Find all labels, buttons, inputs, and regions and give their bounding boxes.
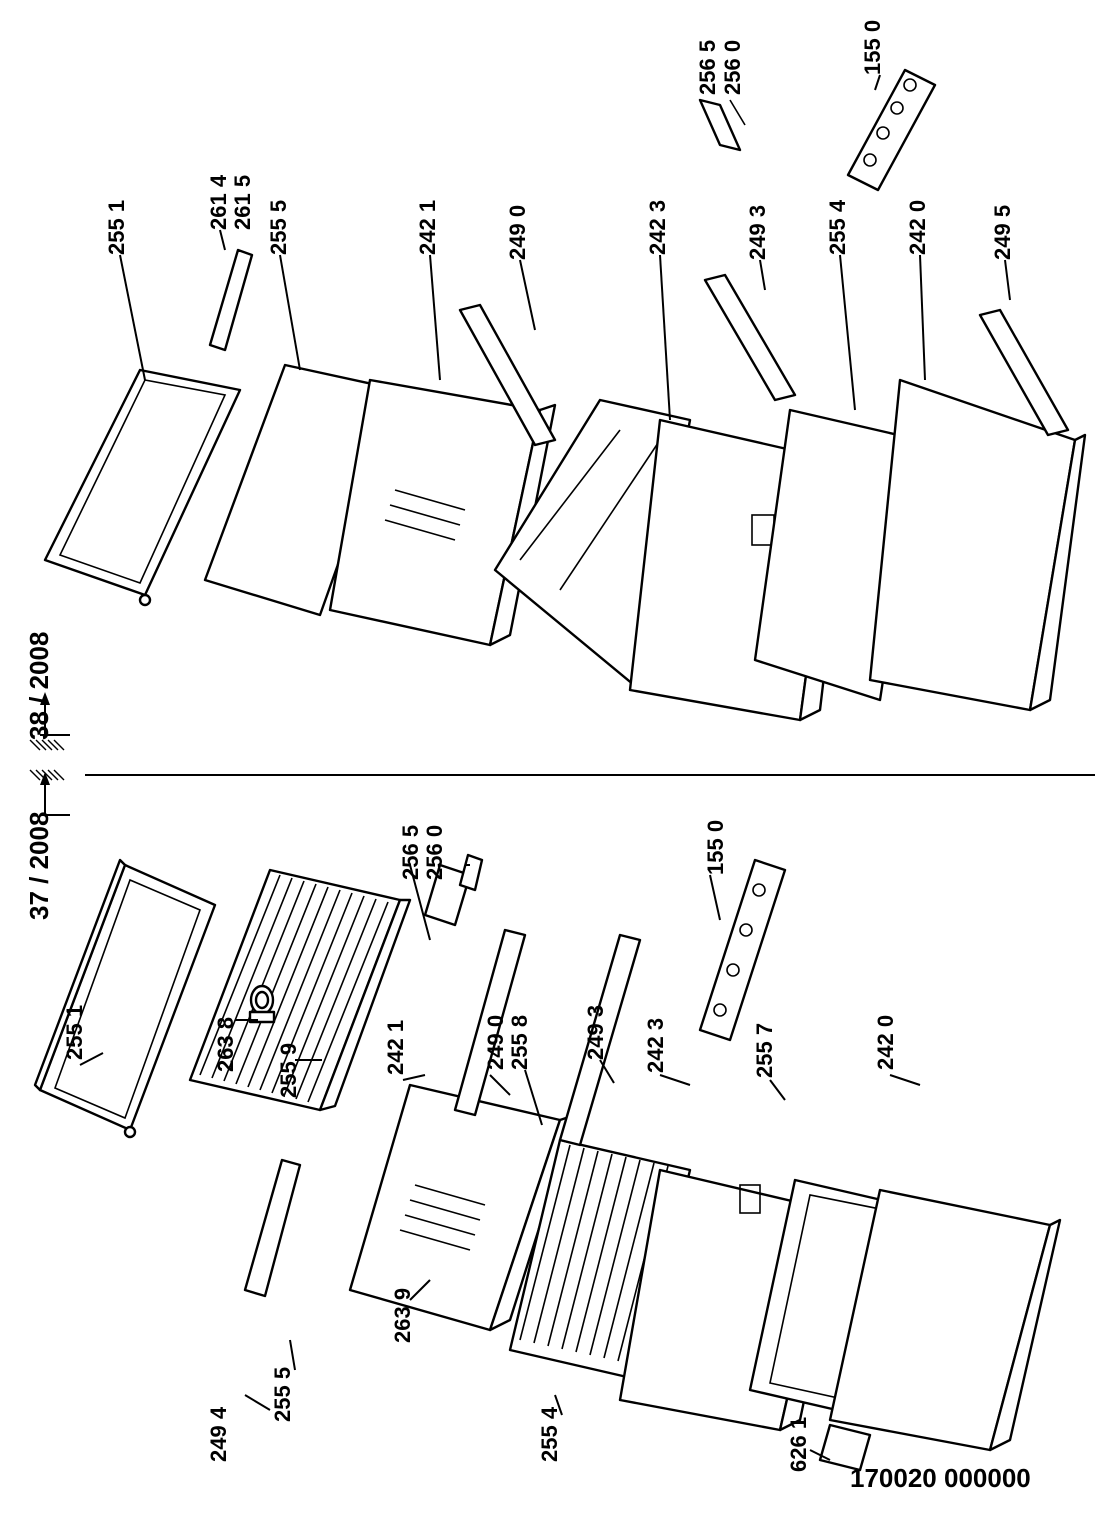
part-egg-tray-155-0-left [698,858,787,1042]
part-holder-256-right [698,98,746,152]
label-255-8: 255 8 [507,1015,532,1070]
label-155-0-right: 155 0 [860,20,885,75]
label-255-4-left: 255 4 [537,1406,562,1462]
label-249-0-left: 249 0 [483,1015,508,1070]
label-256-5-right: 256 5 [695,40,720,95]
label-261-5-right: 261 5 [230,175,255,230]
label-242-3-right: 242 3 [645,200,670,255]
version-before-label: 37 / 2008 [24,812,54,920]
part-grille-shelf-255-9 [188,868,412,1112]
label-255-9: 255 9 [276,1043,301,1098]
label-255-5-left: 255 5 [270,1367,295,1422]
leader-lines-left [79,864,921,1461]
leader-lines-right [119,74,1011,421]
part-shelf-255-1-left [33,858,217,1139]
label-263-9: 263 9 [390,1288,415,1343]
part-egg-tray-155-0-right [846,68,937,192]
label-626-1: 626 1 [786,1417,811,1472]
part-drawer-242-0-left [828,1188,1062,1452]
label-249-3-left: 249 3 [583,1005,608,1060]
label-256-0-left: 256 0 [422,825,447,880]
label-249-0-right: 249 0 [505,205,530,260]
label-242-1-right: 242 1 [415,200,440,255]
version-marker-before: 37 / 2008 [24,769,70,920]
label-255-1-left: 255 1 [62,1005,87,1060]
part-labels-left: 255 1 263 8 255 9 242 1 256 5 256 0 249 … [62,820,898,1472]
part-holder-256-left [423,853,484,927]
label-263-8: 263 8 [213,1017,238,1072]
label-255-7: 255 7 [752,1023,777,1078]
drawing-number: 170020 000000 [850,1463,1031,1493]
label-249-5-right: 249 5 [990,205,1015,260]
label-249-4: 249 4 [206,1406,231,1462]
version-after-label: 38 / 2008 [24,632,54,740]
part-labels-right: 255 1 261 4 261 5 255 5 242 1 249 0 242 … [104,20,1015,260]
part-shelf-255-1-right [43,368,242,607]
part-drawer-242-0-right [868,378,1087,712]
part-strip-249-3-left [558,933,642,1147]
part-label-626-1 [818,1423,872,1472]
part-strip-249-4 [243,1158,302,1298]
label-249-3-right: 249 3 [745,205,770,260]
part-strip-249-0-right [458,303,557,447]
label-242-3-left: 242 3 [643,1018,668,1073]
label-256-0-right: 256 0 [720,40,745,95]
label-261-4-right: 261 4 [206,174,231,230]
part-strip-249-3-right [703,273,797,402]
label-255-1-right: 255 1 [104,200,129,255]
part-strip-261-right [208,248,254,352]
part-strip-249-0-left [453,928,527,1117]
label-256-5-left: 256 5 [398,825,423,880]
part-knob-263-8 [248,984,276,1024]
label-255-5-right: 255 5 [266,200,291,255]
label-155-0-left: 155 0 [703,820,728,875]
label-242-1-left: 242 1 [383,1020,408,1075]
label-242-0-left: 242 0 [873,1015,898,1070]
version-marker-after: 38 / 2008 [24,632,70,751]
part-strip-249-5-right [978,308,1070,437]
label-242-0-right: 242 0 [905,200,930,255]
label-255-4-right: 255 4 [825,199,850,255]
